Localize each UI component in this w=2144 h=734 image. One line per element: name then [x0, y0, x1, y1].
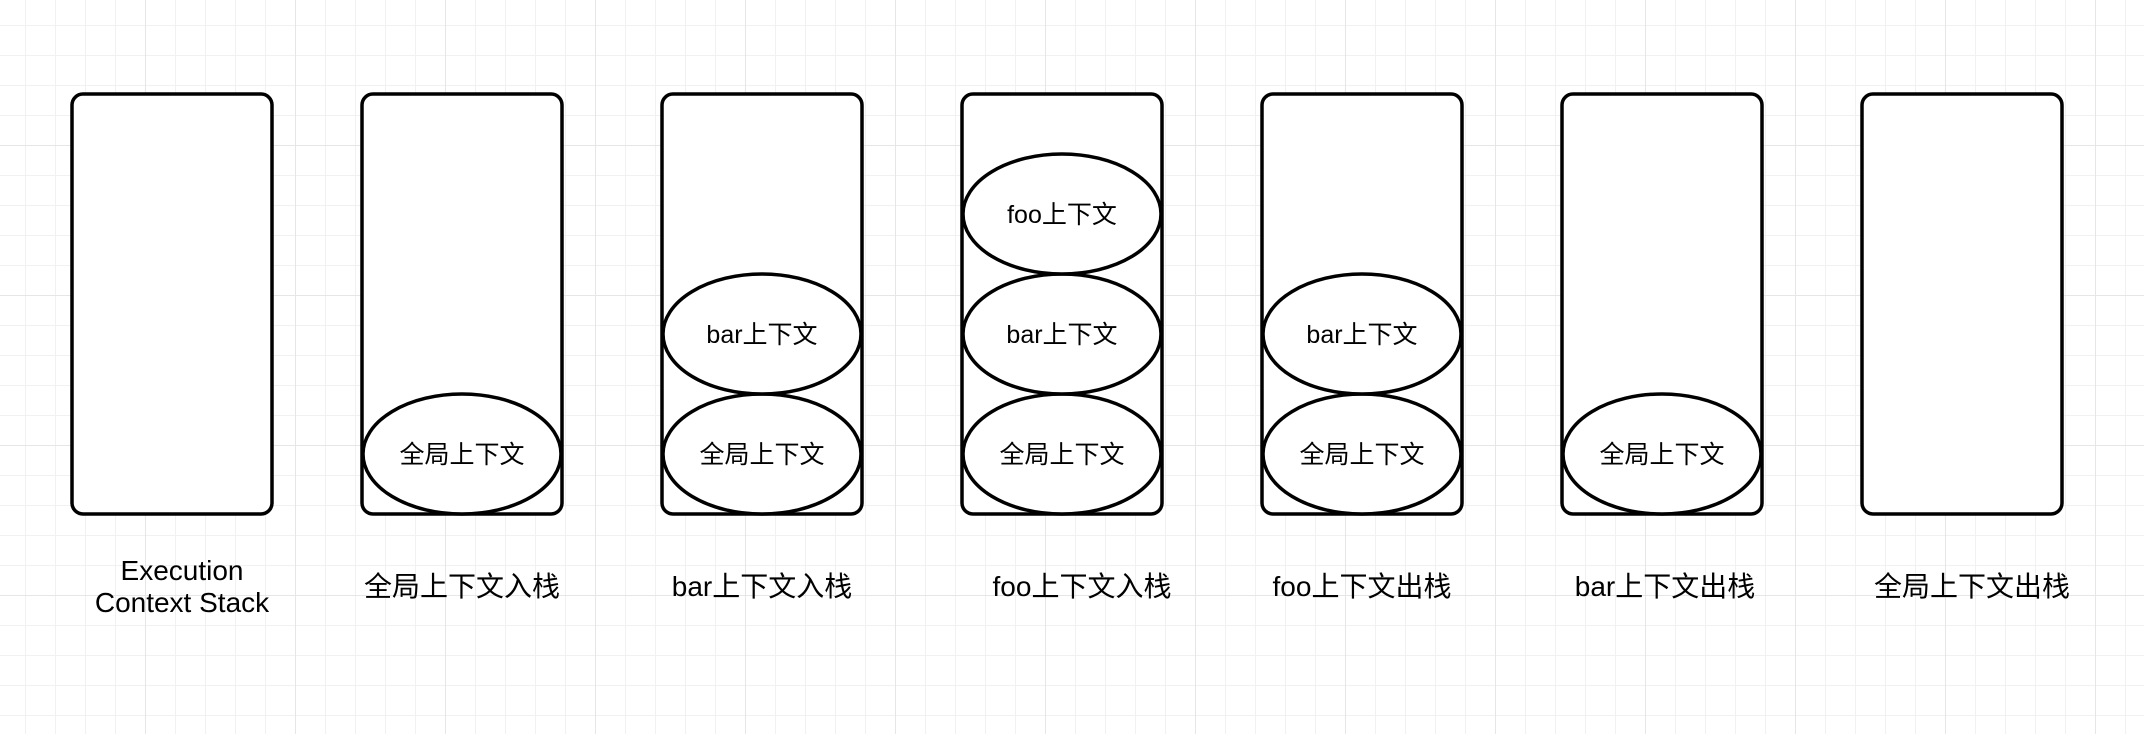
stack-stage: 全局上下文出栈 [1860, 92, 2070, 602]
context-frame-label: 全局上下文 [1299, 441, 1424, 469]
stage-caption: Context Stack [95, 587, 270, 618]
context-frame: bar上下文 [961, 272, 1163, 396]
stage-caption: 全局上下文入栈 [364, 571, 560, 602]
context-frame-label: 全局上下文 [399, 441, 524, 469]
stage-caption: bar上下文出栈 [1575, 571, 1755, 602]
context-frame: 全局上下文 [1261, 392, 1463, 516]
context-frame-label: bar上下文 [706, 321, 817, 349]
context-frame-label: foo上下文 [1007, 201, 1117, 229]
context-frame-label: bar上下文 [1006, 321, 1117, 349]
stage-caption: foo上下文出栈 [1273, 571, 1452, 602]
stage-caption: 全局上下文出栈 [1874, 571, 2070, 602]
stack-container [70, 92, 274, 516]
stack-stage: 全局上下文 bar上下文 foo上下文 foo上下文入栈 [960, 92, 1172, 602]
stage-caption: foo上下文入栈 [993, 571, 1172, 602]
context-frame-ellipse [661, 272, 863, 396]
stack-stage: 全局上下文 bar上下文 bar上下文入栈 [660, 92, 864, 602]
context-frame: 全局上下文 [661, 392, 863, 516]
stage-caption: bar上下文入栈 [672, 571, 852, 602]
stage-caption: Execution [121, 555, 244, 586]
context-frame-label: bar上下文 [1306, 321, 1417, 349]
context-frame-ellipse [961, 152, 1163, 276]
stack-stage: 全局上下文 bar上下文出栈 [1560, 92, 1764, 602]
context-frame: bar上下文 [661, 272, 863, 396]
context-frame-ellipse [361, 392, 563, 516]
context-frame-label: 全局上下文 [1599, 441, 1724, 469]
stack-stage: 全局上下文 bar上下文 foo上下文出栈 [1260, 92, 1464, 602]
context-frame: 全局上下文 [961, 392, 1163, 516]
context-frame-ellipse [1561, 392, 1763, 516]
context-frame-label: 全局上下文 [699, 441, 824, 469]
context-frame: 全局上下文 [361, 392, 563, 516]
context-frame: bar上下文 [1261, 272, 1463, 396]
context-frame: foo上下文 [961, 152, 1163, 276]
context-frame-ellipse [1261, 272, 1463, 396]
context-frame-label: 全局上下文 [999, 441, 1124, 469]
stack-container [1860, 92, 2064, 516]
context-frame: 全局上下文 [1561, 392, 1763, 516]
